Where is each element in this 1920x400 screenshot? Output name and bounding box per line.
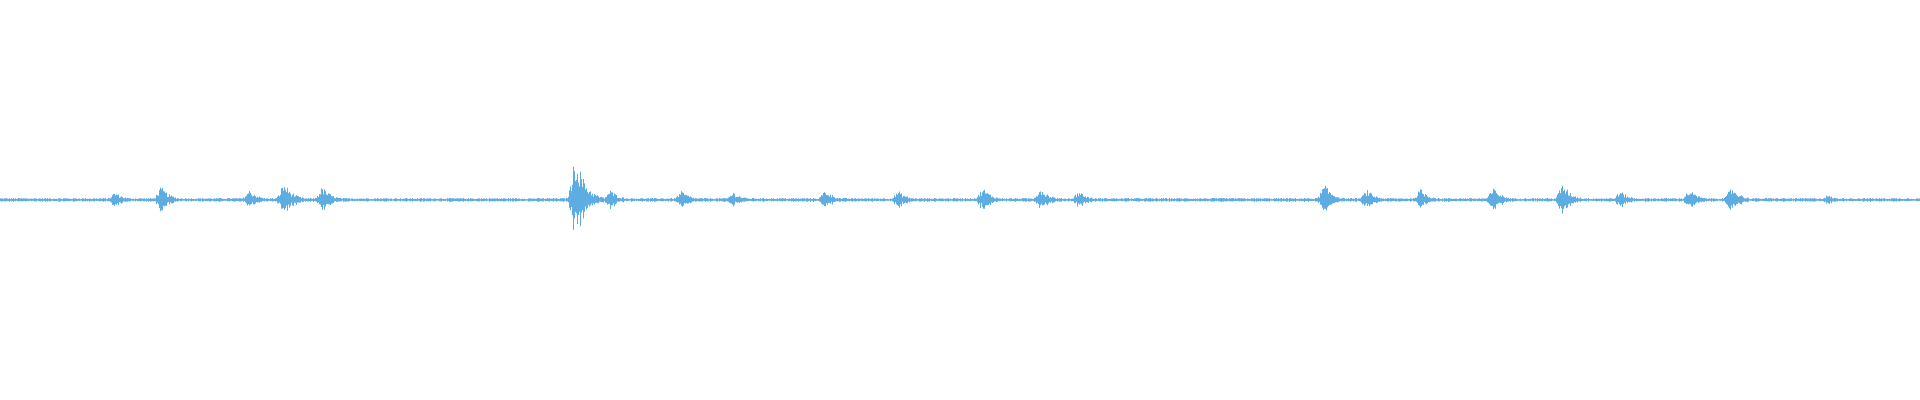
waveform-path	[0, 166, 1920, 230]
